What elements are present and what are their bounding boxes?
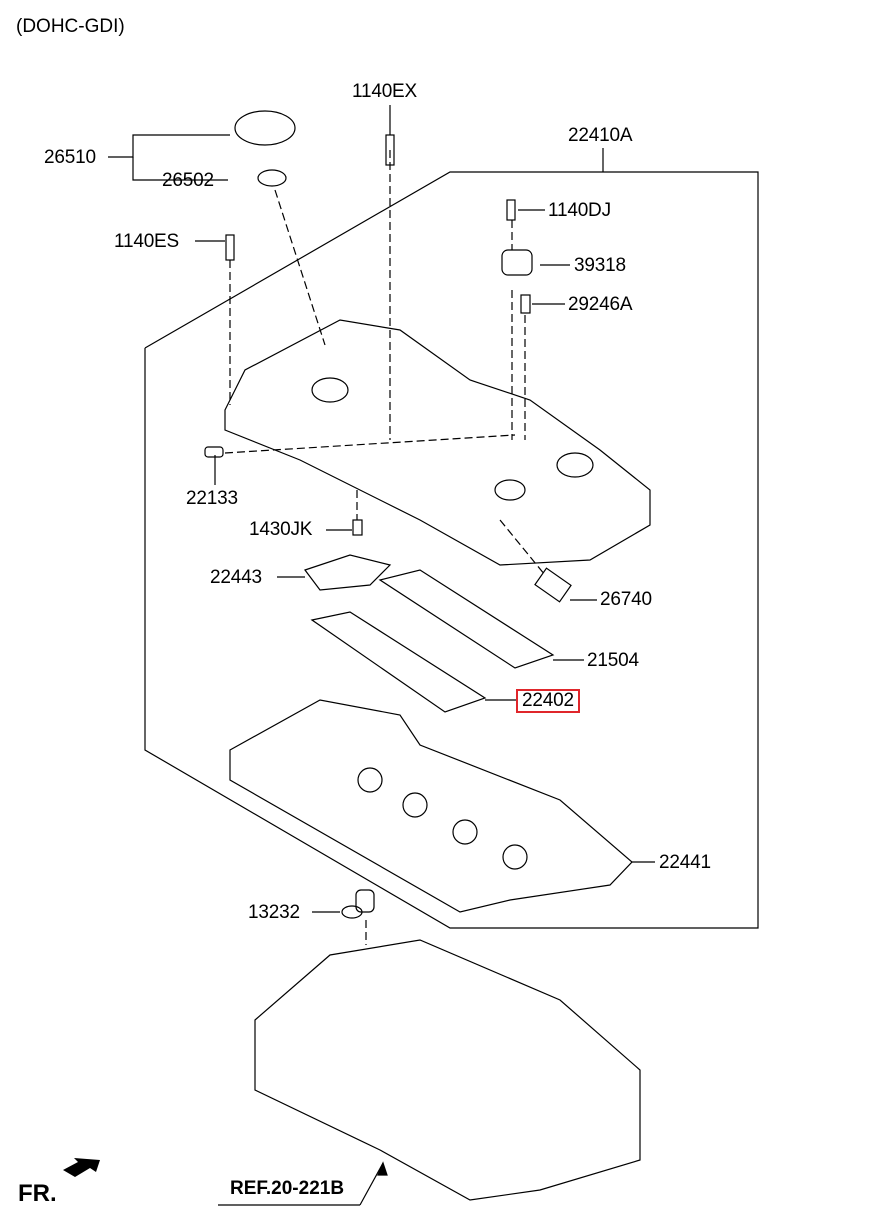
part-label-22410A[interactable]: 22410A	[568, 125, 633, 146]
oil-filler-cap	[234, 110, 296, 146]
part-label-22443[interactable]: 22443	[210, 567, 262, 588]
part-label-1140DJ[interactable]: 1140DJ	[548, 200, 611, 221]
part-label-22441[interactable]: 22441	[659, 852, 711, 873]
front-direction-label: FR.	[18, 1180, 57, 1207]
part-label-1430JK[interactable]: 1430JK	[249, 519, 313, 540]
part-label-39318[interactable]: 39318	[574, 255, 626, 276]
pcv-valve	[534, 567, 572, 603]
cover-gasket-22441	[229, 699, 633, 913]
part-label-22133[interactable]: 22133	[186, 488, 238, 509]
baffle-22402	[310, 611, 487, 713]
part-label-26502[interactable]: 26502	[162, 170, 214, 191]
cylinder-head-cover	[224, 319, 651, 566]
part-label-13232[interactable]: 13232	[248, 902, 300, 923]
sensor-29246A	[520, 294, 531, 314]
reference-link[interactable]: REF.20-221B	[230, 1178, 345, 1199]
part-label-26740[interactable]: 26740	[600, 589, 652, 610]
part-label-26510[interactable]: 26510	[44, 147, 96, 168]
part-label-1140EX[interactable]: 1140EX	[352, 81, 418, 102]
bolt-1140DJ	[506, 199, 516, 221]
cam-position-sensor	[501, 249, 533, 276]
bolt-1140ES	[225, 234, 235, 261]
part-label-1140ES[interactable]: 1140ES	[114, 231, 180, 252]
cap-gasket	[257, 169, 287, 187]
front-direction-arrow	[63, 1158, 100, 1177]
engine-variant-title: (DOHC-GDI)	[16, 16, 125, 37]
baffle-21504	[378, 569, 555, 669]
leader-26502	[132, 157, 228, 181]
gasket-22443	[304, 554, 392, 591]
cylinder-head	[254, 939, 641, 1201]
part-label-29246A[interactable]: 29246A	[568, 294, 633, 315]
bolt-1140EX	[385, 134, 395, 166]
part-label-21504[interactable]: 21504	[587, 650, 639, 671]
assembly-outline	[144, 171, 759, 929]
dowel-pin	[352, 519, 363, 536]
part-label-22402-highlighted[interactable]: 22402	[516, 689, 580, 713]
plug-22133	[204, 446, 224, 458]
leader-26510	[108, 134, 230, 158]
